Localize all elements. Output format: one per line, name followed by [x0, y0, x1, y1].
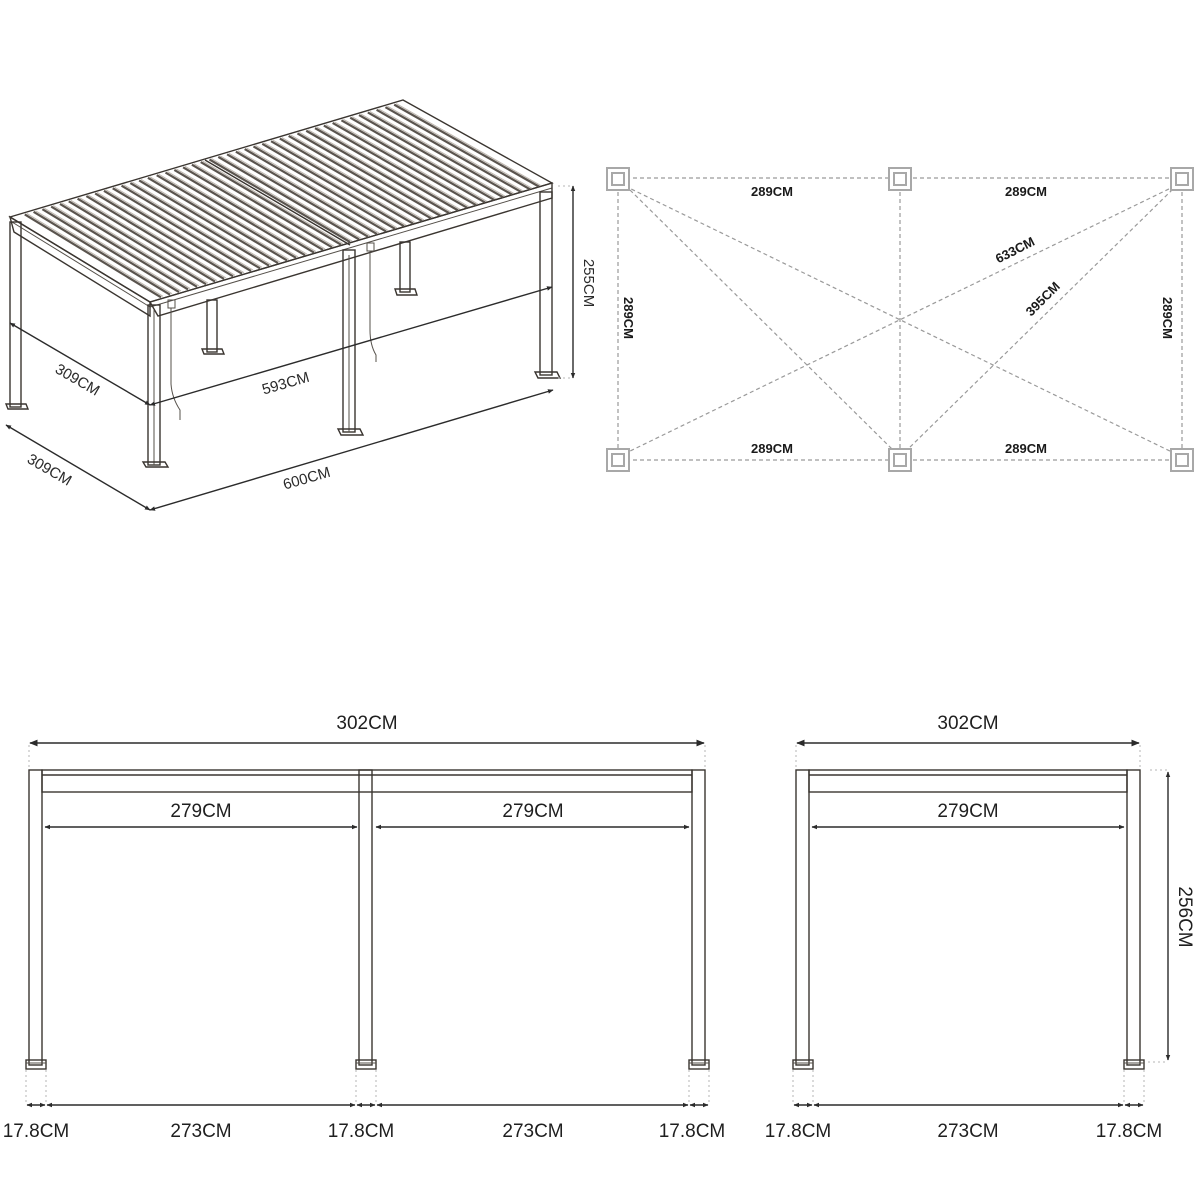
- square-post-icon: [1170, 167, 1194, 191]
- plan-short-diagonal: 395CM: [1023, 279, 1063, 319]
- iso-outer-depth-label: 309CM: [24, 451, 74, 490]
- plan-view: 289CM 289CM 289CM 289CM 289CM 289CM 633C…: [606, 167, 1194, 472]
- side-post-right: [1126, 769, 1141, 1066]
- square-post-icon: [606, 448, 630, 472]
- front-post-right: [691, 769, 706, 1066]
- square-post-icon: [888, 448, 912, 472]
- plan-top-left-span: 289CM: [751, 184, 793, 199]
- plan-bottom-right-span: 289CM: [1005, 441, 1047, 456]
- square-post-icon: [606, 167, 630, 191]
- side-post-left-width: 17.8CM: [765, 1121, 832, 1142]
- post-back-left: [9, 221, 22, 408]
- front-post-left: [28, 769, 43, 1066]
- side-height: 256CM: [1174, 886, 1195, 947]
- roof-louvres: [24, 103, 542, 299]
- side-bay-inner: 279CM: [937, 801, 998, 822]
- post-front-right: [539, 191, 553, 376]
- front-post-right-width: 17.8CM: [659, 1121, 726, 1142]
- side-elevation: 302CM 279CM 256CM 17.8CM 273CM 17.8CM: [765, 713, 1195, 1142]
- front-post-middle: [358, 769, 373, 1066]
- side-post-left: [795, 769, 810, 1066]
- side-bottom-dims: [792, 1070, 1145, 1108]
- front-right-bay-inner: 279CM: [502, 801, 563, 822]
- side-overall-width: 302CM: [937, 713, 998, 734]
- front-bay-right-clear: 273CM: [502, 1121, 563, 1142]
- front-overall-width: 302CM: [336, 713, 397, 734]
- plan-posts: [606, 167, 1194, 472]
- front-elevation: 302CM 279CM 279CM 17.8CM 273CM 17.8CM 27…: [3, 713, 726, 1142]
- plan-long-diagonal: 633CM: [993, 234, 1037, 266]
- iso-inner-length-label: 593CM: [260, 369, 311, 399]
- iso-height-label: 255CM: [580, 259, 597, 307]
- post-back-right: [399, 241, 411, 293]
- post-back-middle: [206, 299, 218, 353]
- plan-bottom-left-span: 289CM: [751, 441, 793, 456]
- side-bay-clear: 273CM: [937, 1121, 998, 1142]
- side-post-right-width: 17.8CM: [1096, 1121, 1163, 1142]
- plan-top-right-span: 289CM: [1005, 184, 1047, 199]
- front-bay-left-clear: 273CM: [170, 1121, 231, 1142]
- plan-left-depth: 289CM: [621, 297, 636, 339]
- square-post-icon: [1170, 448, 1194, 472]
- front-post-left-width: 17.8CM: [3, 1121, 70, 1142]
- iso-dimensions: [5, 185, 576, 511]
- isometric-view: 255CM 309CM 593CM 309CM 600CM: [4, 99, 597, 511]
- plan-right-depth: 289CM: [1160, 297, 1175, 339]
- iso-inner-depth-label: 309CM: [52, 361, 102, 400]
- front-post-middle-width: 17.8CM: [328, 1121, 395, 1142]
- front-left-bay-inner: 279CM: [170, 801, 231, 822]
- square-post-icon: [888, 167, 912, 191]
- front-bottom-dims: [25, 1070, 710, 1108]
